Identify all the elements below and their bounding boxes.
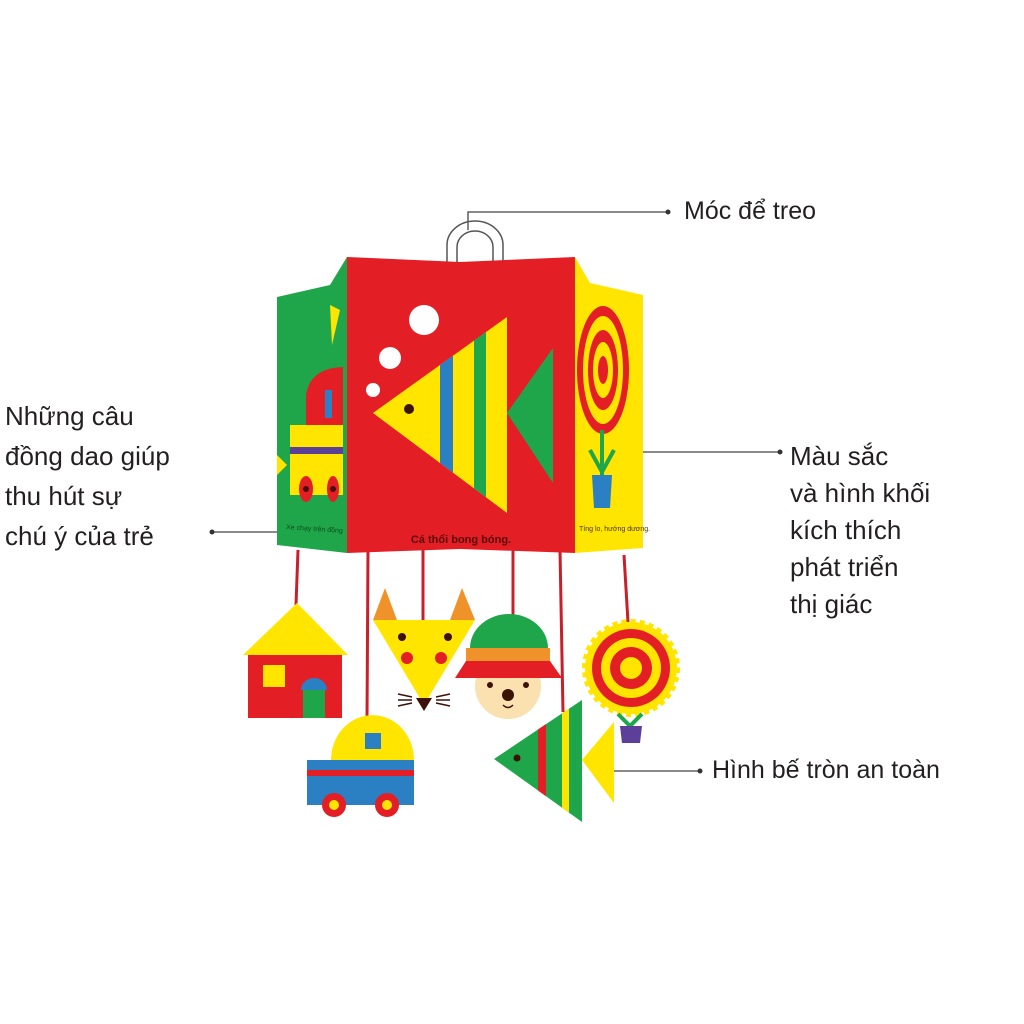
center-panel-fish: [347, 257, 575, 553]
left-panel-car: [277, 257, 347, 553]
pendant-house: [243, 603, 348, 718]
pendant-car: [307, 715, 414, 817]
center-panel-caption: Cá thổi bong bóng.: [410, 534, 512, 546]
right-panel-caption: Tíng lo, hướng dương.: [579, 526, 651, 533]
callout-hook: Móc để treo: [684, 197, 817, 225]
hook-icon: [446, 220, 504, 262]
callout-safe-shapes: Hình bế tròn an toàn: [712, 756, 940, 784]
pendant-boy: [455, 614, 562, 719]
callout-colors-shapes: Màu sắc và hình khối kích thích phát tri…: [790, 441, 931, 619]
pendant-fox: [373, 588, 475, 711]
strings: [294, 549, 630, 721]
callout-nursery-rhymes: Những câu đồng dao giúp thu hút sự chú ý…: [5, 401, 170, 551]
pendant-flower: [582, 619, 680, 743]
right-panel-flower: [575, 257, 643, 553]
